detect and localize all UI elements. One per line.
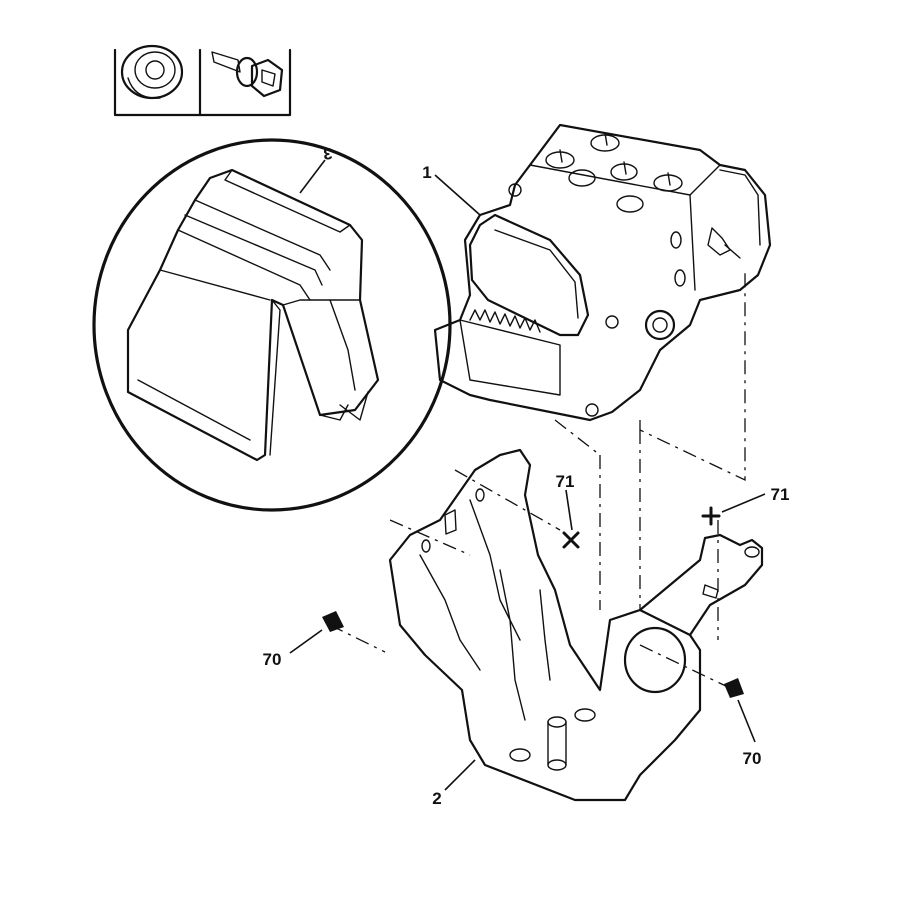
callout-71-center: 71 — [556, 472, 575, 491]
callout-70-left: 70 — [263, 650, 282, 669]
bolt-71-right — [701, 506, 721, 526]
leader-lines — [289, 159, 766, 791]
connector-cover-drawing — [126, 168, 380, 462]
callout-71-right: 71 — [771, 485, 790, 504]
abs-hydraulic-unit — [433, 123, 772, 422]
callout-3: 3 — [323, 144, 332, 163]
bolt-71-center — [562, 531, 580, 549]
nut-70-left — [322, 611, 344, 632]
nut-icon — [120, 44, 184, 100]
callout-1: 1 — [422, 163, 431, 182]
mounting-bracket — [388, 448, 764, 802]
fastener-legend — [113, 44, 292, 117]
callout-2: 2 — [432, 789, 441, 808]
bolt-icon — [211, 51, 284, 98]
alignment-lines — [329, 270, 746, 689]
callout-labels: 1 2 3 70 70 71 71 — [263, 144, 790, 808]
nut-70-right — [724, 678, 744, 698]
detail-circle — [92, 138, 452, 512]
callout-70-right: 70 — [743, 749, 762, 768]
